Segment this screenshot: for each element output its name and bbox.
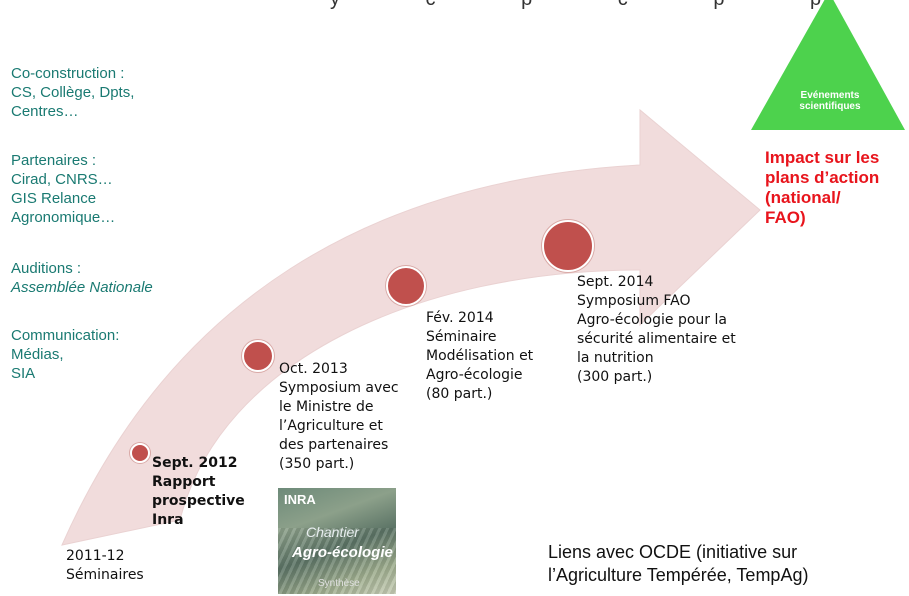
milestone-sept2014: Sept. 2014 Symposium FAO Agro-écologie p… [577, 274, 736, 385]
events-triangle [751, 0, 905, 130]
impact-text: Impact sur les plans d’action (national/… [765, 148, 880, 227]
arrow-shape [61, 108, 761, 546]
triangle-label: Evénements scientifiques [799, 90, 861, 112]
milestone-dot-2012 [130, 443, 150, 463]
cover-field-texture [278, 528, 396, 594]
partenaires-block: Partenaires : Cirad, CNRS… GIS Relance A… [11, 152, 116, 226]
cover-subtitle: Synthèse [318, 578, 360, 589]
cover-brand: INRA [284, 492, 316, 507]
communication-block: Communication: Médias, SIA [11, 327, 120, 382]
header-text: y c p c p p [330, 0, 861, 11]
report-cover-image: INRA Chantier Agro-écologie Synthèse [278, 488, 396, 594]
milestone-feb2014: Fév. 2014 Séminaire Modélisation et Agro… [426, 310, 534, 402]
milestone-dot-2013 [242, 340, 274, 372]
liens-ocde-text: Liens avec OCDE (initiative sur l’Agricu… [548, 542, 809, 585]
milestone-dot-feb2014 [386, 266, 426, 306]
auditions-block: Auditions : Assemblée Nationale [11, 260, 153, 296]
coconstruction-block: Co-construction : CS, Collège, Dpts, Cen… [11, 65, 135, 120]
milestone-2013: Oct. 2013 Symposium avec le Ministre de … [279, 361, 399, 472]
cover-title-1: Chantier [306, 524, 359, 540]
milestone-dot-sept2014 [542, 220, 594, 272]
milestone-2011: 2011-12 Séminaires [66, 548, 144, 583]
cover-title-2: Agro-écologie [292, 544, 393, 561]
milestone-2012: Sept. 2012 Rapport prospective Inra [152, 455, 245, 528]
